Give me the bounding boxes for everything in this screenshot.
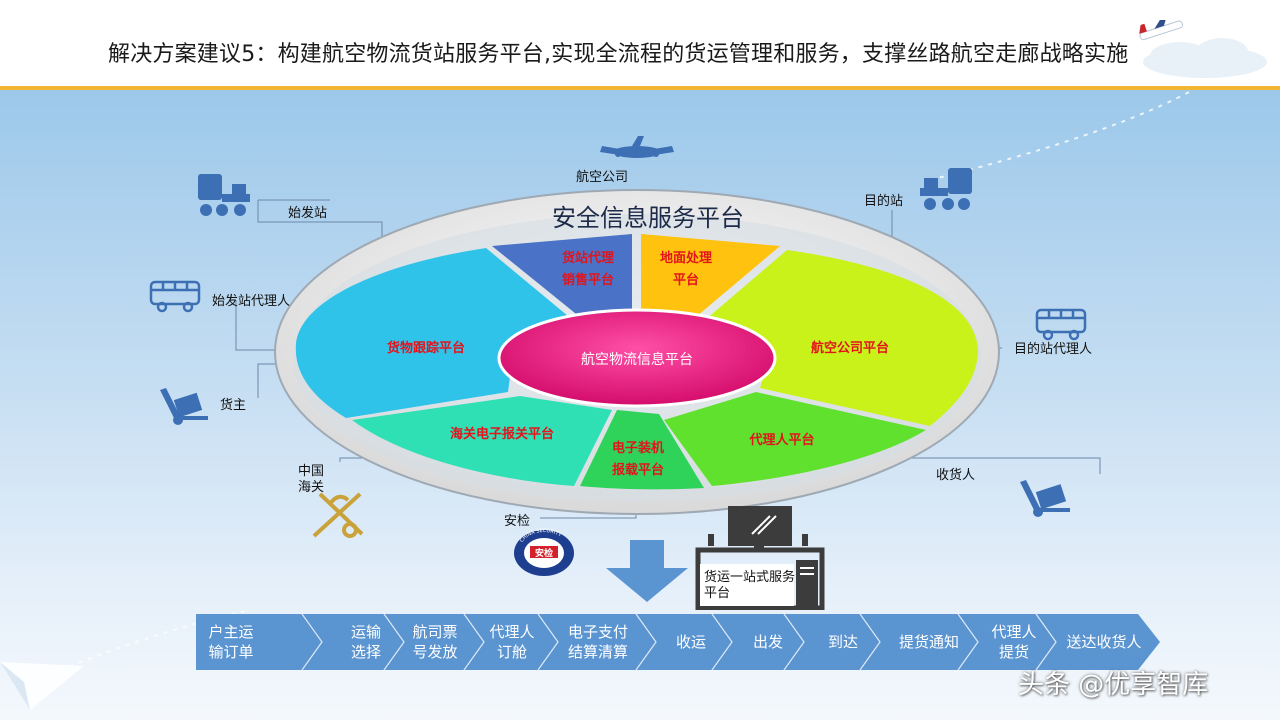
down-arrow-icon	[606, 540, 688, 602]
segment-label-airline: 航空公司平台	[811, 340, 889, 356]
hand-truck-icon-consignee	[1020, 480, 1070, 517]
computer-icon	[695, 506, 825, 610]
watermark: 头条 @优享智库	[1018, 670, 1209, 700]
label-china-customs: 中国海关	[298, 464, 325, 495]
slide-title: 解决方案建议5：构建航空物流货站服务平台,实现全流程的货运管理和服务，支撑丝路航…	[108, 42, 1129, 67]
process-step: 航司票 号发放	[412, 623, 458, 661]
process-step: 收运	[675, 633, 706, 651]
process-step: 代理人 提货	[991, 623, 1037, 661]
label-origin-agent: 始发站代理人	[212, 294, 291, 309]
process-step: 出发	[752, 633, 783, 651]
plane-cloud-decoration	[1139, 20, 1267, 78]
label-destination-station: 目的站	[864, 194, 904, 209]
segment-label-edi-loading-1: 电子装机	[612, 440, 664, 456]
label-destination-agent: 目的站代理人	[1014, 342, 1093, 357]
segment-label-customs-edi: 海关电子报关平台	[450, 426, 554, 442]
process-step: 户主运 输订单	[208, 623, 254, 661]
ring-label: 安全信息服务平台	[552, 204, 744, 232]
truck-icon-origin	[198, 174, 250, 216]
label-shipper: 货主	[220, 398, 247, 413]
segment-cargo-agent-sales	[492, 234, 632, 322]
segment-label-agent: 代理人平台	[748, 432, 814, 448]
title-underline	[0, 86, 1280, 90]
security-badge-icon: 安检 CHINA SECURITY	[514, 528, 574, 576]
process-step: 运输 选择	[350, 623, 381, 661]
paper-plane-decoration	[0, 662, 84, 710]
label-consignee: 收货人	[936, 468, 976, 483]
process-step: 代理人 订舱	[489, 623, 535, 661]
segment-customs-edi	[352, 396, 612, 486]
label-security-check: 安检	[504, 514, 531, 529]
process-step: 到达	[827, 633, 858, 651]
segment-label-edi-loading-2: 报载平台	[612, 462, 664, 478]
customs-emblem-icon	[312, 492, 364, 538]
label-origin-station: 始发站	[288, 206, 328, 221]
segment-edi-loading	[580, 410, 704, 490]
process-step: 电子支付 结算清算	[567, 623, 628, 661]
segment-airline	[698, 250, 978, 426]
center-platform	[497, 308, 777, 408]
segment-label-cargo-agent-sales-2: 销售平台	[562, 272, 614, 288]
bus-icon-origin-agent	[149, 280, 201, 313]
segment-ground-handling	[641, 234, 780, 322]
center-label: 航空物流信息平台	[581, 351, 693, 368]
process-step: 送达收货人	[1066, 633, 1142, 651]
hand-truck-icon-shipper	[160, 388, 208, 425]
truck-icon-destination	[920, 168, 972, 210]
airplane-icon	[600, 136, 674, 158]
dashed-orbit-decoration	[59, 90, 1195, 671]
segment-label-cargo-tracking: 货物跟踪平台	[387, 340, 465, 356]
segment-label-cargo-agent-sales-1: 货站代理	[562, 250, 614, 266]
segment-agent	[664, 392, 926, 486]
segment-label-ground-handling-2: 平台	[673, 272, 699, 288]
label-one-stop-platform: 货运一站式服务平台	[704, 570, 796, 601]
process-step: 提货通知	[898, 633, 959, 651]
process-flow-bar	[196, 614, 1160, 670]
bus-icon-destination-agent	[1035, 308, 1087, 341]
label-airline: 航空公司	[576, 170, 629, 185]
segment-label-ground-handling-1: 地面处理	[660, 250, 712, 266]
security-badge-text: 安检	[535, 547, 553, 559]
